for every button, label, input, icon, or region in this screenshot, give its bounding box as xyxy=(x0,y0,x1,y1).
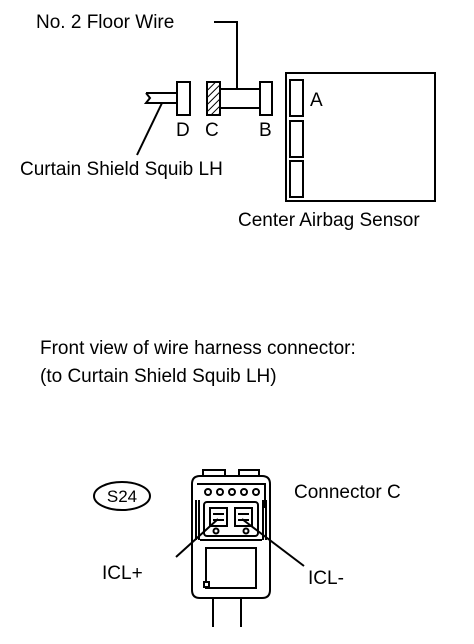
lower-housing xyxy=(205,547,257,589)
connector-a-label: A xyxy=(310,90,323,111)
connector-b xyxy=(259,81,273,116)
front-view-heading-1: Front view of wire harness connector: xyxy=(40,338,356,359)
icl-minus-leader xyxy=(241,518,305,567)
connector-c-label: C xyxy=(205,120,219,141)
pin-hole xyxy=(204,488,212,496)
sensor-slot-2 xyxy=(289,120,304,158)
sensor-slot-a xyxy=(289,79,304,117)
squib-leader xyxy=(136,102,163,156)
connector-c xyxy=(206,81,221,116)
small-square xyxy=(203,581,210,588)
icl-minus-label: ICL- xyxy=(308,568,344,589)
floor-wire-body xyxy=(219,88,261,109)
connector-c-front-view xyxy=(191,469,271,627)
terminal-marker xyxy=(242,527,250,535)
icl-plus-label: ICL+ xyxy=(102,563,143,584)
terminal-marker xyxy=(212,527,220,535)
icl-plus-leader xyxy=(175,518,219,558)
squib-wire-end xyxy=(143,92,176,104)
front-view-heading-2: (to Curtain Shield Squib LH) xyxy=(40,366,277,387)
squib-wire-stub xyxy=(143,92,176,104)
connector-b-label: B xyxy=(259,120,272,141)
connector-name-label: Connector C xyxy=(294,482,401,503)
sensor-housing xyxy=(285,72,436,202)
squib-label: Curtain Shield Squib LH xyxy=(20,159,223,180)
sensor-label: Center Airbag Sensor xyxy=(238,210,420,231)
side-ridge-left xyxy=(195,500,200,540)
latch-left xyxy=(202,469,226,476)
latch-right xyxy=(238,469,260,476)
sensor-slot-3 xyxy=(289,160,304,198)
pin-hole xyxy=(252,488,260,496)
pin-hole xyxy=(228,488,236,496)
connector-d xyxy=(176,81,191,116)
connector-code-badge xyxy=(93,481,151,511)
floor-wire-callout: No. 2 Floor Wire xyxy=(36,12,238,88)
terminal-detail xyxy=(213,513,249,521)
center-airbag-sensor: A xyxy=(285,72,436,202)
terminal-icl-minus xyxy=(234,507,253,527)
floor-wire-leader xyxy=(214,21,238,88)
connector-code-label: S24 xyxy=(107,487,137,506)
floor-wire-label: No. 2 Floor Wire xyxy=(36,12,174,33)
pin-hole xyxy=(216,488,224,496)
pin-hole xyxy=(240,488,248,496)
side-ridge-right xyxy=(262,500,267,540)
connector-d-label: D xyxy=(176,120,190,141)
